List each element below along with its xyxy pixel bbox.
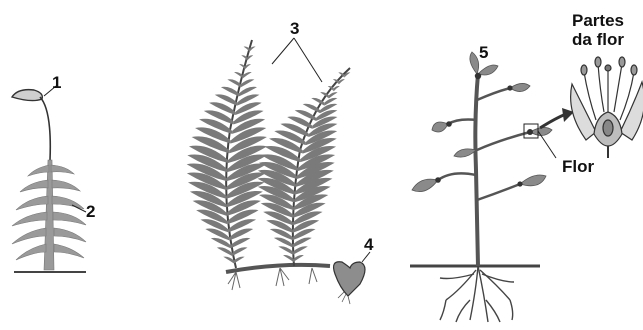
flower-parts-icon <box>571 57 643 158</box>
fern-leaflet <box>283 255 293 262</box>
fern-leaflet <box>334 86 340 91</box>
label-prothallus: 4 <box>364 236 373 253</box>
fern-leaflet <box>232 247 247 256</box>
fern-leaflet <box>231 238 251 248</box>
label-flower-parts: Partes da flor <box>572 11 624 49</box>
label-flower-parts-line1: Partes <box>572 11 624 30</box>
label-moss-capsule: 1 <box>52 74 61 91</box>
moss-plant-icon <box>12 86 86 272</box>
fern-leaflet <box>339 79 345 84</box>
fern-leaflet <box>329 92 338 98</box>
label-flowering-plant: 5 <box>479 44 488 61</box>
fern-leaflet <box>227 79 241 87</box>
fern-plant-icon <box>187 38 351 290</box>
fern-leaflet <box>293 255 303 262</box>
fern-leaflet <box>293 246 308 254</box>
fern-leaflet <box>217 247 232 256</box>
fern-leaflet <box>223 257 234 264</box>
fern-leaflet <box>241 79 255 87</box>
fern-leaflet <box>278 246 293 254</box>
label-flower: Flor <box>562 158 594 175</box>
label-flower-parts-line2: da flor <box>572 30 624 49</box>
fern-leaflet <box>221 87 239 97</box>
fern-leaflet <box>243 72 252 78</box>
flowering-plant-icon <box>410 52 574 322</box>
prothallus-icon <box>334 252 370 304</box>
label-moss-gametophyte: 2 <box>86 203 95 220</box>
label-fern-fronds: 3 <box>290 20 299 37</box>
